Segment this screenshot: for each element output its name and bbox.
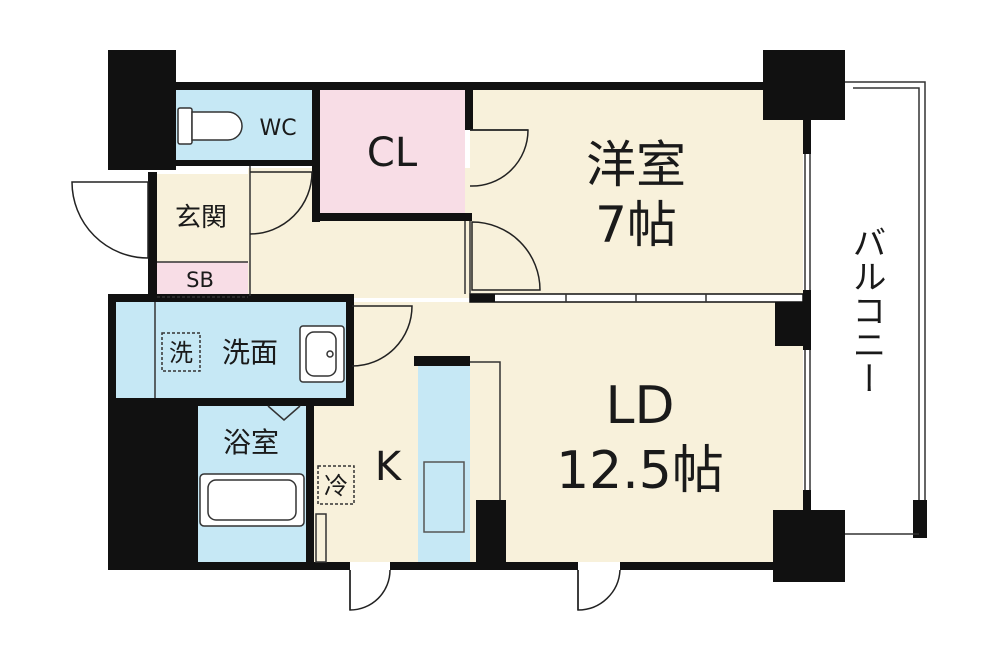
entrance-door [71,181,149,259]
column-bottom-left [108,398,198,570]
western-room-label: 洋室 [586,136,686,194]
counter [418,366,470,562]
western-room-floor [470,88,803,298]
closet-door [469,129,529,187]
western-room-size: 7帖 [595,196,677,254]
closet-floor [320,90,465,213]
ld-label: LD [605,376,674,436]
column-top-left [108,50,176,170]
western-room-door [471,221,541,291]
fridge-space-icon [317,465,355,505]
closet-label: CL [367,130,418,176]
shoebox-label: SB [186,268,214,292]
washroom-label: 洗面 [222,336,278,369]
balcony-label: バルコニー [846,225,886,395]
bathtub-icon [199,473,305,527]
column-bottom-right [773,510,845,582]
fixtures [161,107,355,527]
ld-size: 12.5帖 [556,441,724,501]
shoebox-floor [157,262,248,294]
bathroom-label: 浴室 [223,426,279,459]
washroom-door [351,305,413,367]
column-top-right [763,50,845,120]
doors [71,129,621,611]
balcony [845,81,927,538]
entrance-floor [157,174,248,266]
window-details [154,154,811,563]
fridge-label: 冷 [324,472,348,500]
washer-space-icon [161,332,201,372]
kitchen-floor [314,402,418,562]
washer-label: 洗 [169,339,193,367]
wc-label: WC [259,116,296,141]
bottom-door-left [349,569,391,611]
bottom-door-right [577,569,621,611]
entrance-label: 玄関 [175,203,227,233]
washbasin-icon [299,325,345,383]
room-labels: WC CL 洋室 7帖 玄関 SB 洗 洗面 浴室 K 冷 LD 12.5帖 バ… [169,116,886,501]
toilet-icon [177,107,243,145]
kitchen-label: K [375,444,403,490]
column-mid-right [775,296,805,346]
hall-door [249,171,313,235]
